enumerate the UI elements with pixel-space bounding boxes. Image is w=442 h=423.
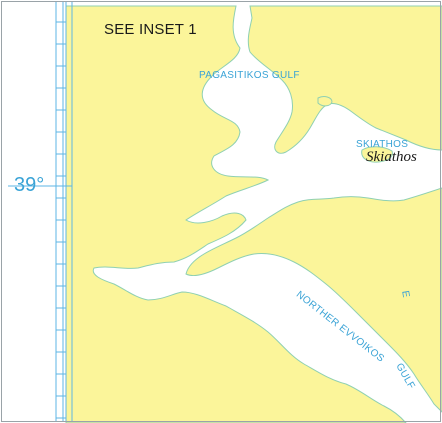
mainland-land — [65, 5, 407, 423]
graticule-border — [55, 2, 73, 421]
gulf-islet — [317, 96, 333, 107]
graticule-ticks — [56, 21, 66, 419]
latitude-label: 39° — [14, 174, 45, 196]
see-inset-label: SEE INSET 1 — [104, 21, 197, 38]
magnesia-land — [247, 5, 442, 154]
skiathos-water-label: SKIATHOS — [356, 139, 409, 150]
evvoia-land — [185, 187, 442, 413]
pagasitikos-gulf-label: PAGASITIKOS GULF — [199, 70, 300, 81]
skiathos-island-label: Skiathos — [366, 149, 417, 165]
skiathos-island — [361, 146, 393, 163]
